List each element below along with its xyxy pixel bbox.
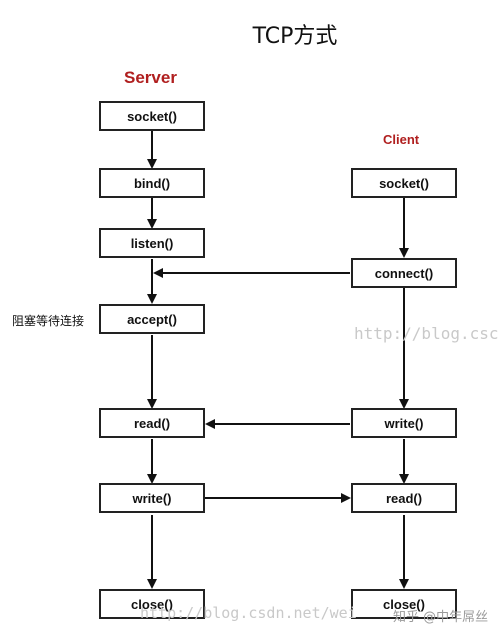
client-read-box: read() xyxy=(351,483,457,513)
server-close-box: close() xyxy=(99,589,205,619)
diagram-title: TCP方式 xyxy=(252,24,338,49)
server-listen-box: listen() xyxy=(99,228,205,258)
server-label: Server xyxy=(124,68,177,87)
server-write-box: write() xyxy=(99,483,205,513)
server-bind-box: bind() xyxy=(99,168,205,198)
client-close-box: close() xyxy=(351,589,457,619)
client-connect-box: connect() xyxy=(351,258,457,288)
blocking-wait-note: 阻塞等待连接 xyxy=(12,314,85,328)
server-read-box: read() xyxy=(99,408,205,438)
watermark-url-right: http://blog.csc xyxy=(354,324,499,343)
server-accept-box: accept() xyxy=(99,304,205,334)
watermark-zhihu: 知乎 @中年屌丝 xyxy=(393,610,489,625)
server-socket-box: socket() xyxy=(99,101,205,131)
client-socket-box: socket() xyxy=(351,168,457,198)
client-label: Client xyxy=(383,132,420,147)
watermark-url-bottom: http://blog.csdn.net/wei xyxy=(140,604,357,622)
client-write-box: write() xyxy=(351,408,457,438)
